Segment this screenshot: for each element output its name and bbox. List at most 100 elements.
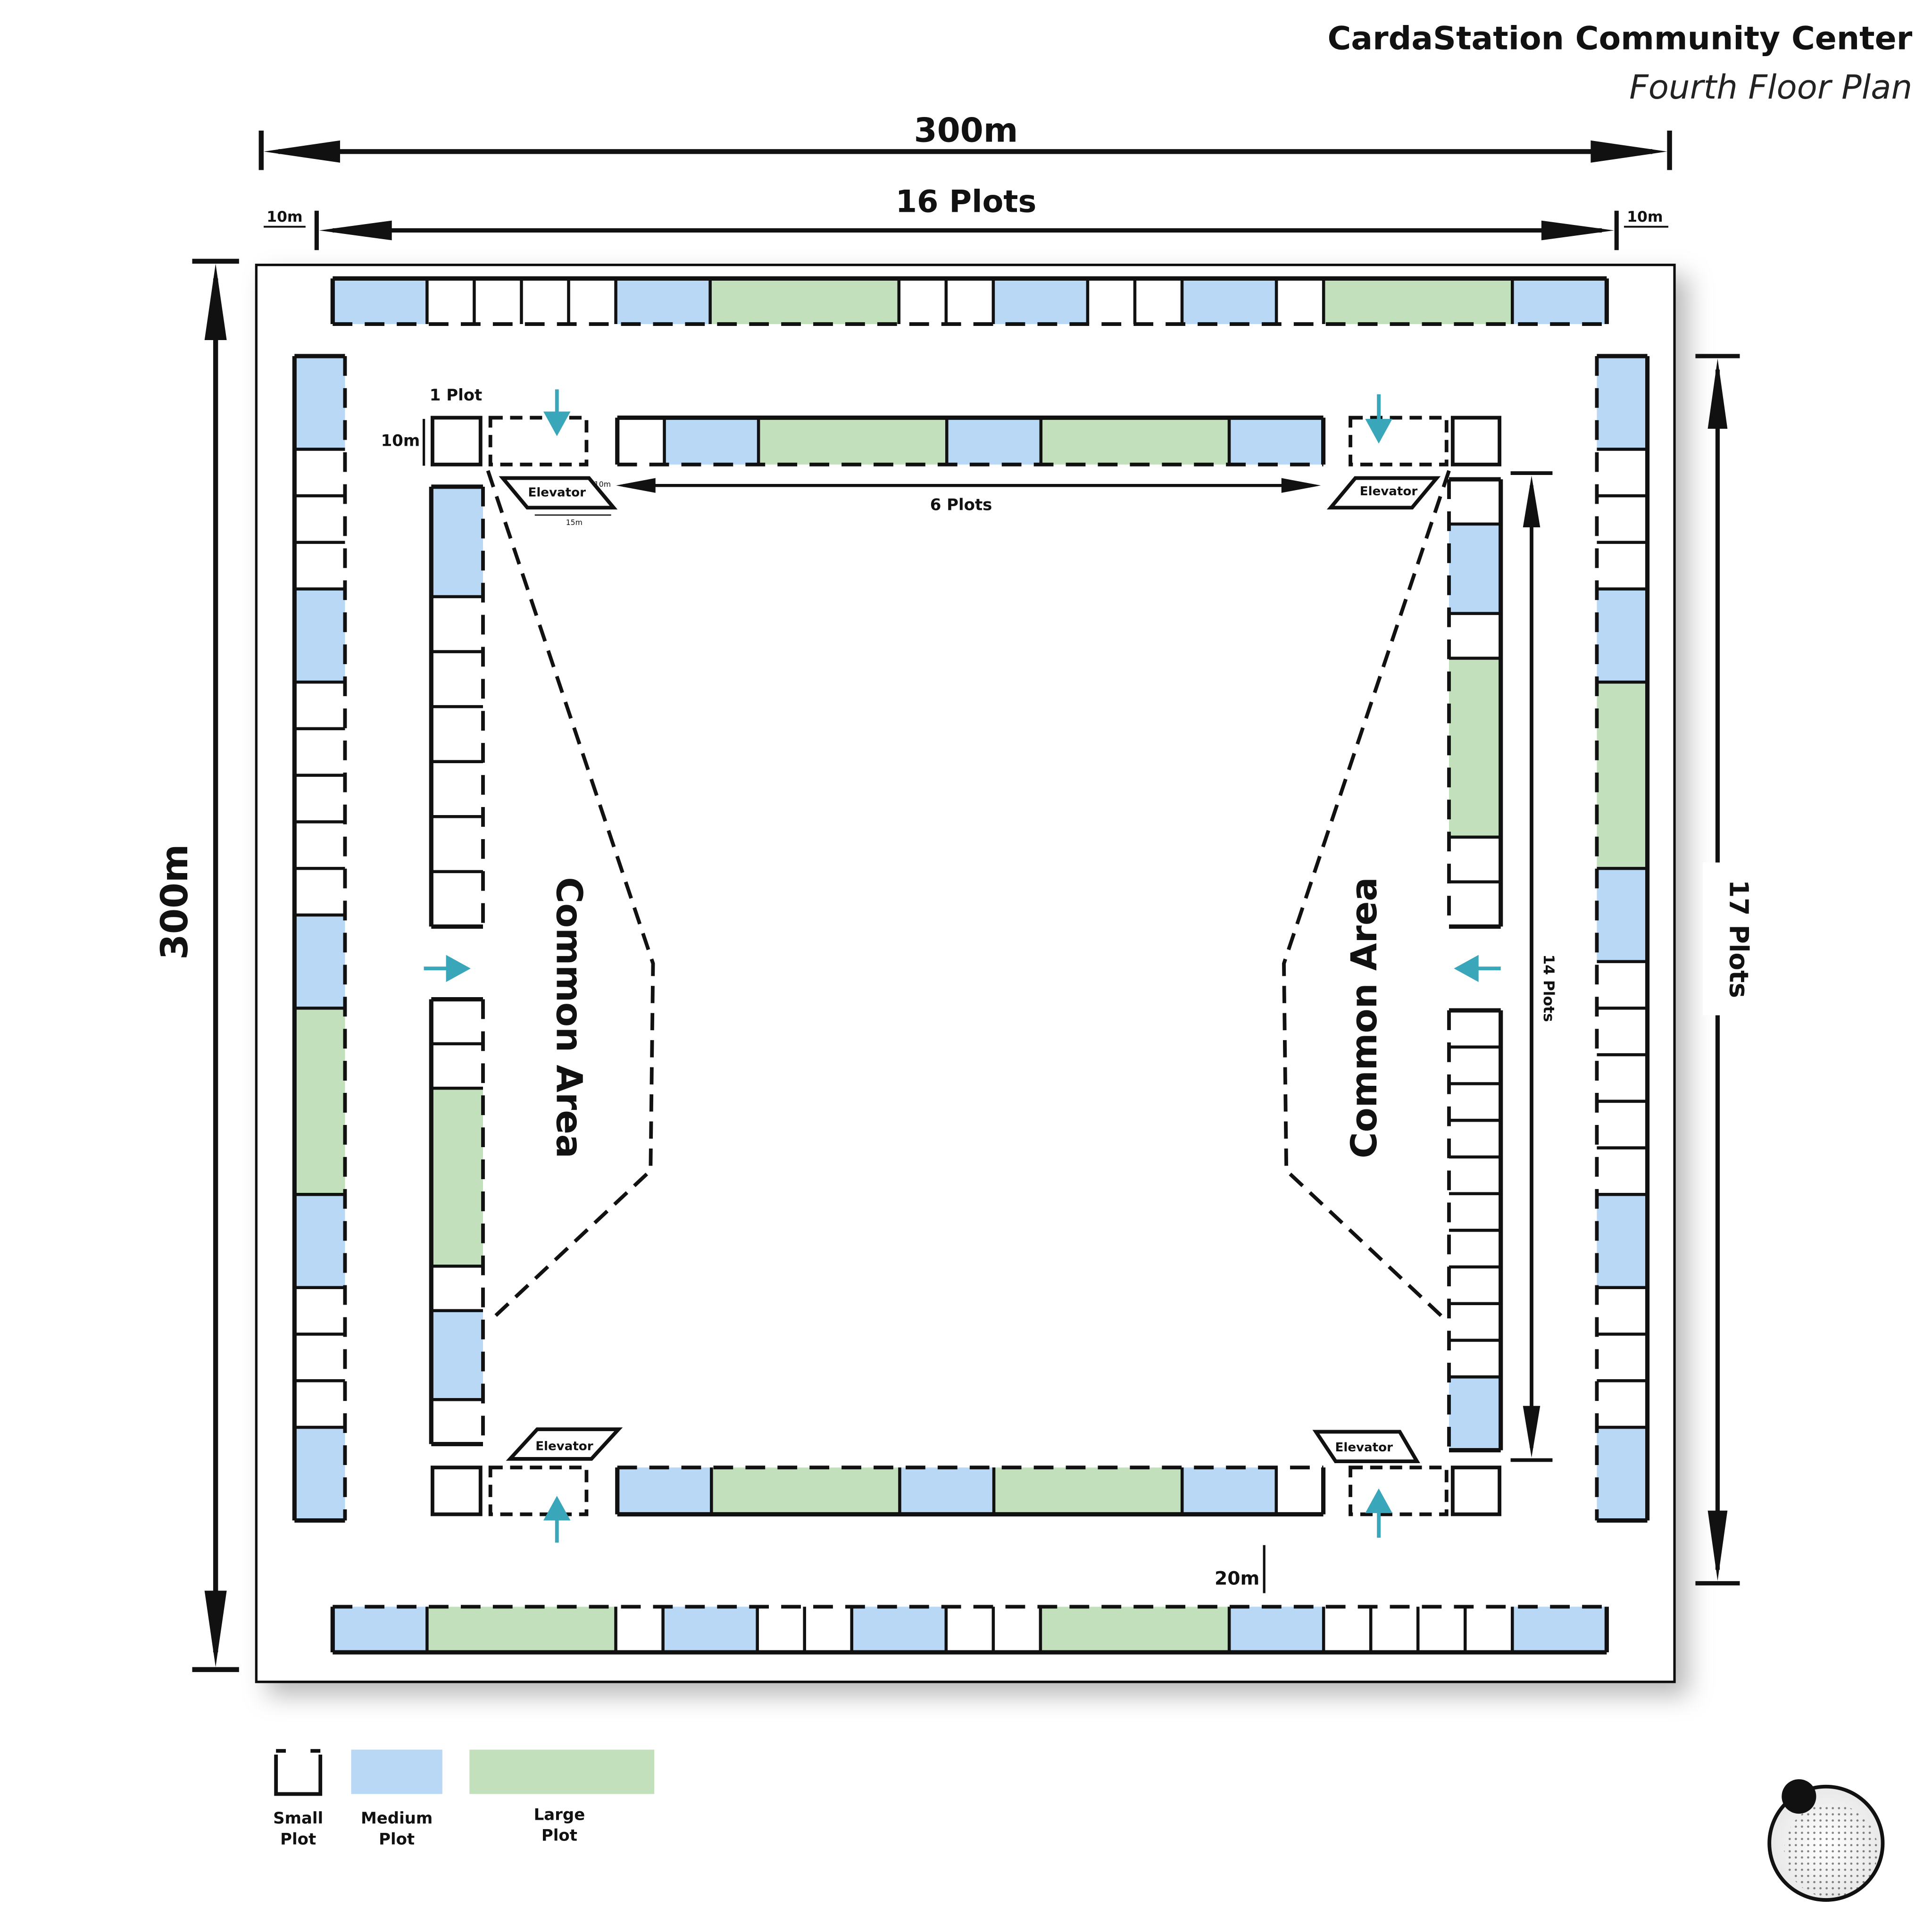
medium-plot bbox=[1597, 1427, 1648, 1521]
medium-plot bbox=[1597, 589, 1648, 683]
small-plot bbox=[294, 1381, 345, 1428]
small-plot bbox=[1418, 1607, 1466, 1653]
dimension-margin-right-label: 10m bbox=[1627, 208, 1663, 225]
large-plot bbox=[427, 1607, 616, 1653]
small-plot bbox=[1597, 1055, 1648, 1101]
medium-plot bbox=[333, 1607, 427, 1653]
medium-plot bbox=[947, 417, 1041, 465]
small-plot bbox=[431, 999, 483, 1044]
page-title: CardaStation Community Center bbox=[1327, 20, 1912, 57]
plot-rows bbox=[292, 276, 1650, 1655]
entrance-zone bbox=[1349, 1466, 1449, 1516]
small-plot bbox=[1276, 278, 1324, 325]
small-plot bbox=[1449, 1010, 1501, 1047]
dimension-inner-right-plots bbox=[1510, 471, 1553, 1462]
entrance-zone bbox=[488, 1466, 589, 1516]
large-plot bbox=[294, 1008, 345, 1195]
medium-plot bbox=[664, 417, 759, 465]
medium-plot bbox=[1182, 278, 1277, 325]
corner-small-plot bbox=[1450, 1466, 1502, 1516]
small-plot bbox=[431, 596, 483, 652]
legend: Small Plot Medium Plot Large Plot bbox=[273, 1749, 655, 1849]
small-plot bbox=[1276, 1467, 1324, 1515]
small-plot bbox=[294, 449, 345, 496]
medium-plot bbox=[431, 1310, 483, 1400]
medium-plot bbox=[431, 486, 483, 597]
legend-small-label-1: Small bbox=[273, 1809, 323, 1828]
small-plot bbox=[1449, 1303, 1501, 1341]
large-plot bbox=[1041, 417, 1229, 465]
small-plot bbox=[431, 871, 483, 927]
small-plot bbox=[1597, 1287, 1648, 1334]
small-plot bbox=[294, 728, 345, 775]
large-plot bbox=[1324, 278, 1513, 325]
large-plot bbox=[994, 1467, 1183, 1515]
small-plot bbox=[1449, 1267, 1501, 1304]
small-plot bbox=[1449, 882, 1501, 927]
legend-large-label-2: Plot bbox=[541, 1826, 577, 1845]
plot-row-inner_right_upper bbox=[1447, 477, 1503, 929]
dimension-total-height-label: 300m bbox=[153, 844, 196, 960]
medium-plot bbox=[294, 589, 345, 683]
small-plot bbox=[521, 278, 569, 325]
plot-row-outer_right bbox=[1595, 354, 1650, 1523]
plot-row-outer_bottom bbox=[330, 1605, 1609, 1655]
small-plot bbox=[1324, 1607, 1371, 1653]
small-plot bbox=[946, 1607, 993, 1653]
medium-plot bbox=[899, 1467, 994, 1515]
small-plot bbox=[1449, 1047, 1501, 1084]
medium-plot bbox=[1182, 1467, 1276, 1515]
small-plot bbox=[1449, 1120, 1501, 1157]
medium-plot bbox=[1229, 1607, 1324, 1653]
small-plot bbox=[1449, 479, 1501, 524]
entrance-zone bbox=[1349, 416, 1449, 466]
dimension-inner-right-plots-label: 14 Plots bbox=[1540, 954, 1557, 1022]
plot-row-inner_right_lower bbox=[1447, 1008, 1503, 1453]
plot-row-inner_bottom bbox=[615, 1466, 1326, 1517]
plot-row-outer_top bbox=[330, 276, 1609, 326]
entrance-arrow bbox=[1365, 394, 1392, 444]
elevator-label: Elevator bbox=[535, 1440, 593, 1454]
small-plot bbox=[294, 822, 345, 869]
dimension-total-height bbox=[192, 258, 239, 1672]
small-plot bbox=[431, 1399, 483, 1444]
medium-plot bbox=[663, 1607, 758, 1653]
elevator: Elevator bbox=[506, 1427, 623, 1461]
elevator: Elevator bbox=[1326, 476, 1441, 510]
page-subtitle: Fourth Floor Plan bbox=[1629, 68, 1912, 107]
small-plot bbox=[294, 496, 345, 542]
legend-small-label-2: Plot bbox=[280, 1830, 316, 1849]
small-plot bbox=[1597, 1008, 1648, 1055]
common-area-right-label: Common Area bbox=[1343, 877, 1385, 1158]
plot-row-outer_left bbox=[292, 354, 347, 1523]
small-plot bbox=[294, 682, 345, 729]
entrance-arrow-left bbox=[424, 955, 471, 982]
legend-large-label-1: Large bbox=[534, 1805, 585, 1824]
small-plot bbox=[294, 1287, 345, 1334]
medium-plot bbox=[1597, 868, 1648, 962]
small-plot bbox=[474, 278, 522, 325]
dimension-inner-top-plots bbox=[616, 478, 1321, 493]
medium-plot bbox=[1512, 1607, 1607, 1653]
legend-large-swatch bbox=[469, 1749, 655, 1794]
small-plot bbox=[1597, 1334, 1648, 1381]
medium-plot bbox=[294, 1427, 345, 1521]
large-plot bbox=[431, 1088, 483, 1266]
dimension-top-plots-label: 16 Plots bbox=[896, 183, 1037, 219]
medium-plot bbox=[617, 1467, 712, 1515]
dimension-top-plots bbox=[314, 210, 1619, 250]
small-plot bbox=[616, 1607, 663, 1653]
elevator-label: Elevator bbox=[1335, 1441, 1393, 1455]
corner-small-plot bbox=[430, 1466, 483, 1516]
small-plot bbox=[1597, 449, 1648, 496]
entrance-arrow-right bbox=[1454, 955, 1501, 982]
elevator-label: Elevator bbox=[528, 486, 586, 500]
plot-depth-label: 10m bbox=[381, 432, 420, 450]
plot-row-inner_left_upper bbox=[429, 484, 485, 929]
large-plot bbox=[758, 417, 947, 465]
small-plot bbox=[804, 1607, 852, 1653]
common-area-left-outline bbox=[486, 470, 655, 1317]
small-plot bbox=[431, 761, 483, 817]
medium-plot bbox=[333, 278, 427, 325]
